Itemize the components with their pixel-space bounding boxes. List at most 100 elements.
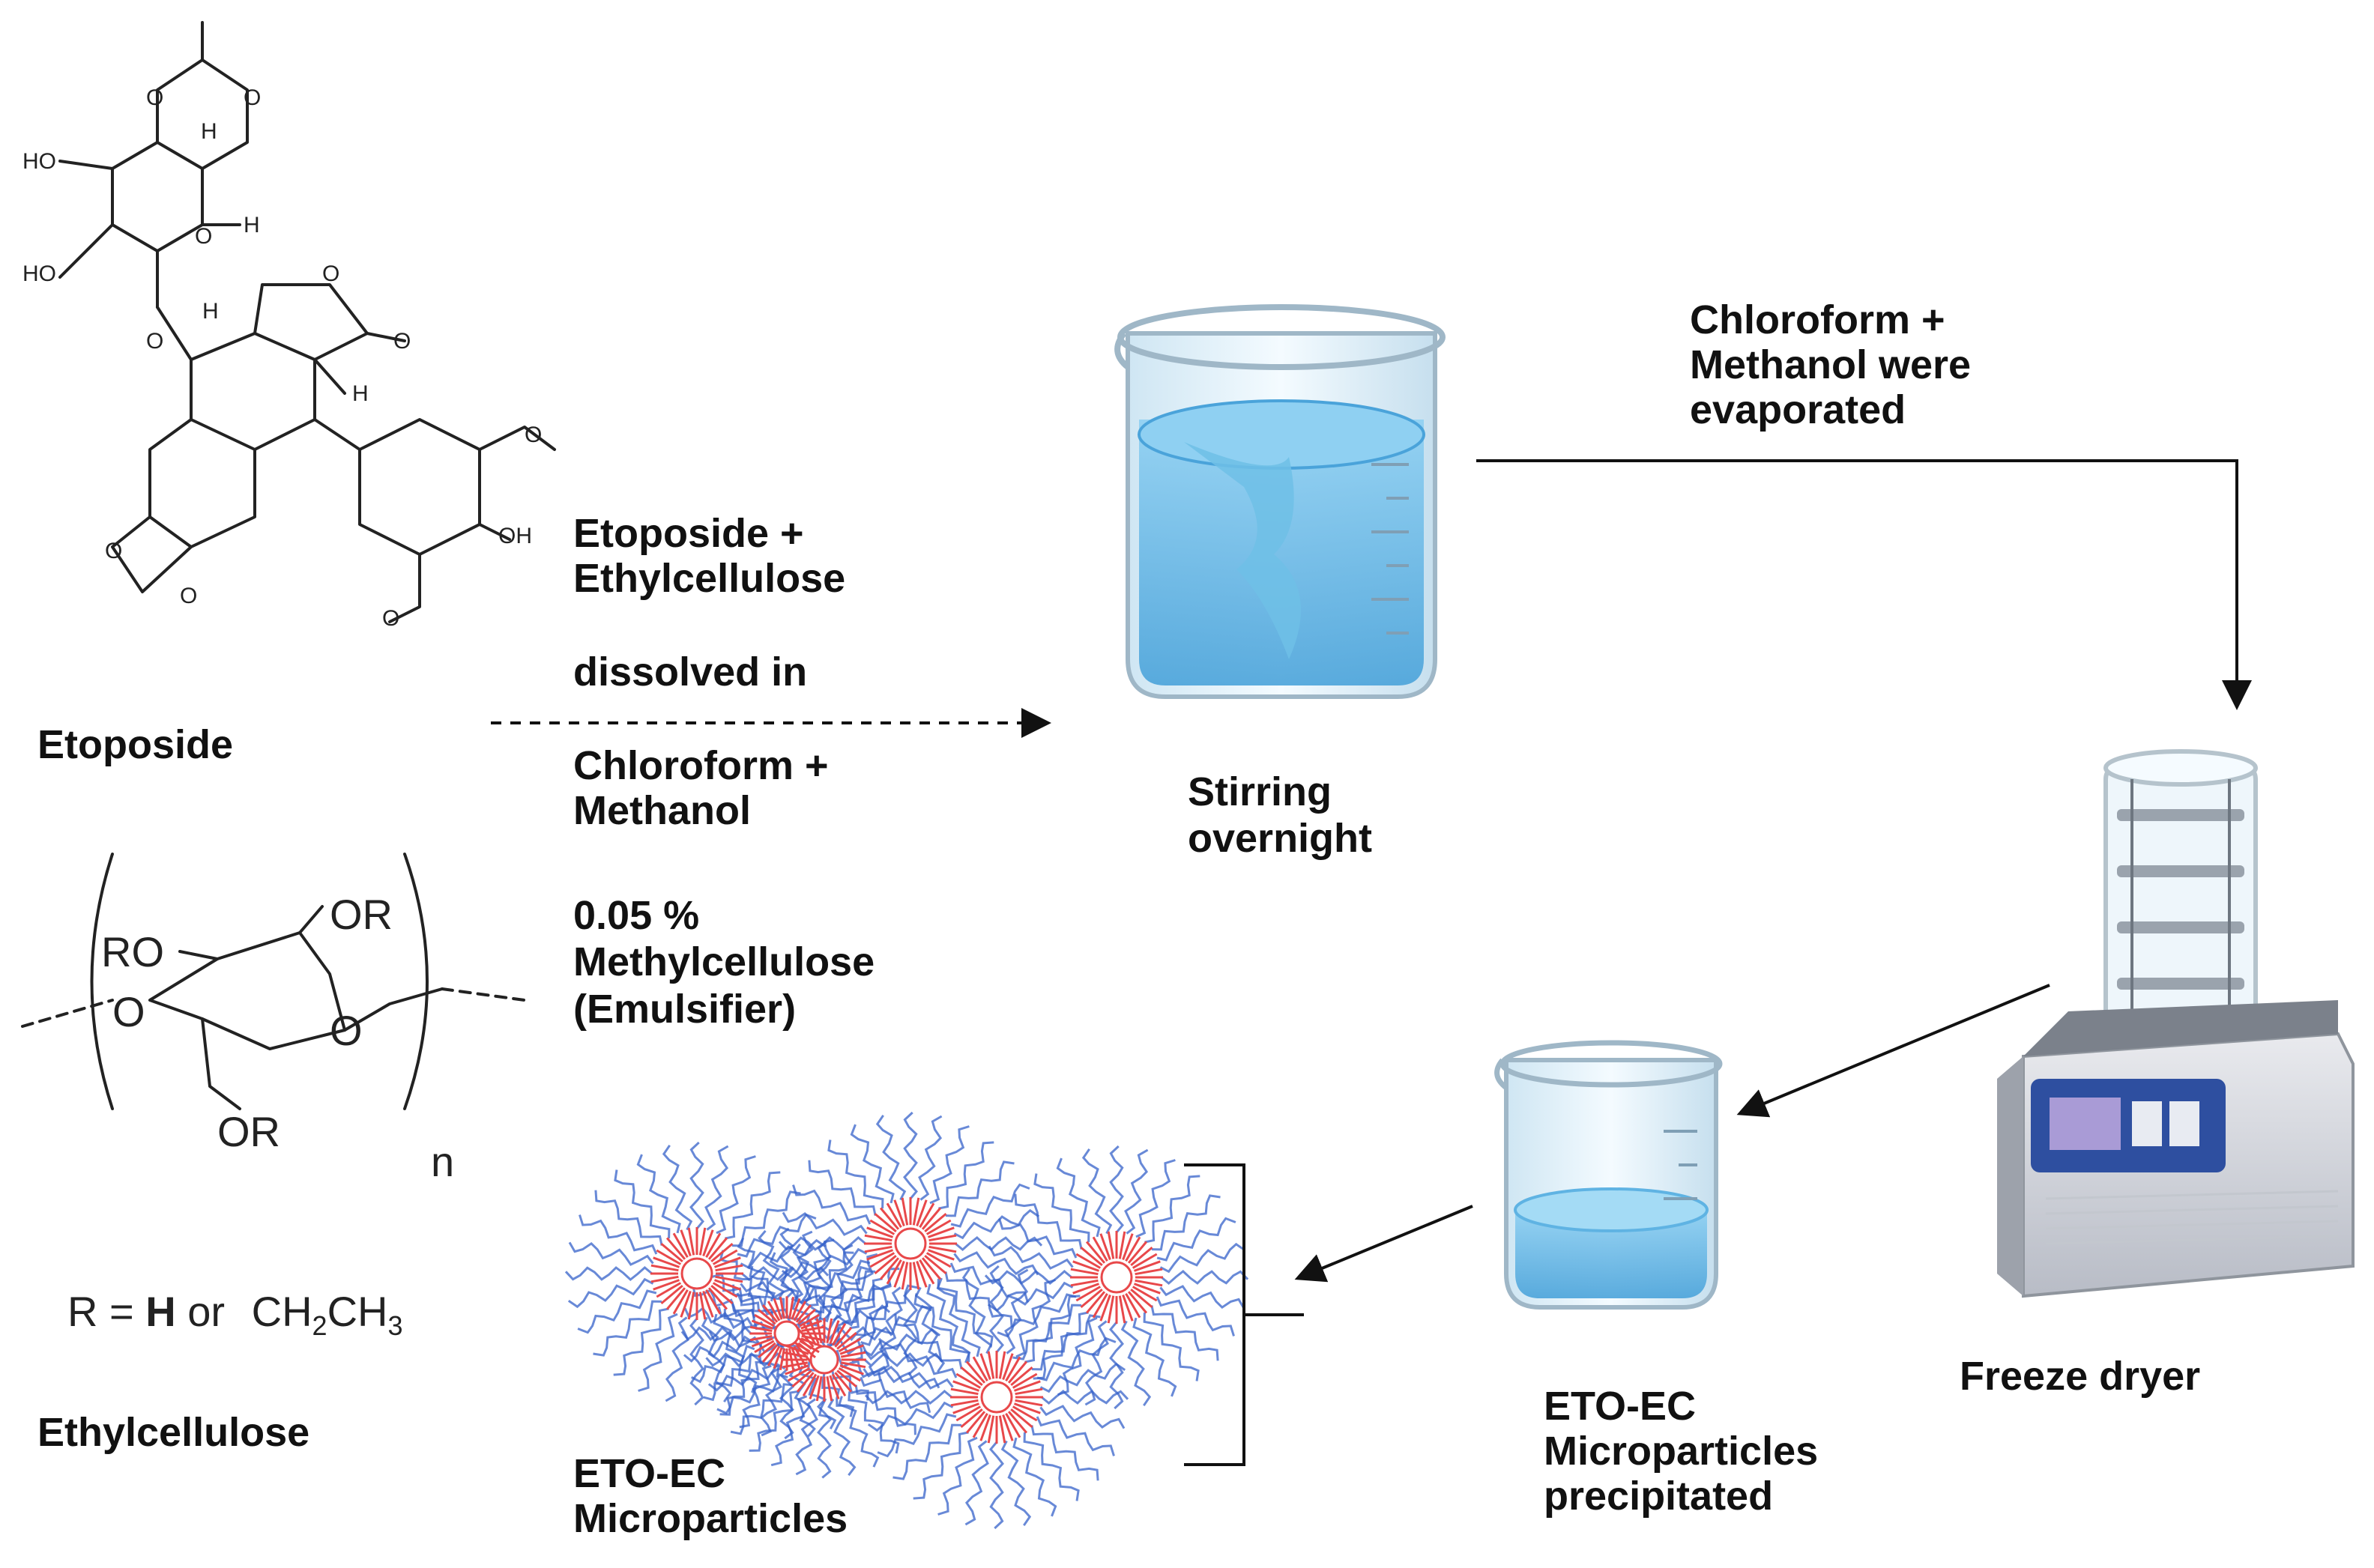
micro-red-shell	[832, 1373, 847, 1397]
micro-red-shell	[836, 1331, 857, 1350]
micro-red-shell	[656, 1282, 682, 1298]
micro-tail	[851, 1283, 892, 1362]
micro-tail	[708, 1331, 786, 1354]
micro-red-shell	[680, 1290, 692, 1318]
micro-tail	[929, 1125, 970, 1205]
micro-red-shell	[687, 1227, 695, 1256]
micro-red-shell	[1072, 1283, 1100, 1295]
micro-red-shell	[919, 1202, 935, 1229]
micro-red-shell	[921, 1207, 942, 1230]
micro-tail	[809, 1251, 854, 1307]
micro-tail	[875, 1114, 907, 1201]
micro-red-shell	[815, 1375, 823, 1402]
micro-tail	[1109, 1145, 1124, 1233]
micro-red-shell	[761, 1344, 779, 1363]
micro-label-line1: ETO-EC	[573, 1451, 725, 1496]
micro-tail	[680, 1325, 752, 1342]
micro-red-shell	[912, 1197, 920, 1226]
step1-line8: (Emulsifier)	[573, 987, 796, 1032]
micro-red-shell	[1125, 1236, 1141, 1262]
micro-tail	[818, 1283, 883, 1323]
micro-tail	[1056, 1157, 1101, 1238]
dryer-button-2	[2169, 1101, 2199, 1146]
micro-red-shell	[869, 1219, 895, 1235]
step1-line2: Ethylcellulose	[573, 556, 845, 601]
micro-red-shell	[829, 1375, 840, 1399]
micro-red-shell	[761, 1304, 779, 1323]
ethylcellulose-label: Ethylcellulose	[37, 1410, 309, 1455]
micro-red-shell	[779, 1296, 785, 1319]
atom-o-10: O	[382, 606, 399, 631]
micro-red-shell	[987, 1351, 995, 1379]
micro-red-shell	[749, 1325, 773, 1332]
micro-red-shell	[1013, 1402, 1041, 1414]
micro-red-shell	[1118, 1231, 1126, 1259]
step1-line3: dissolved in	[573, 650, 807, 694]
micro-tail	[918, 1115, 943, 1201]
micro-red-shell	[928, 1234, 957, 1242]
atom-o-5: O	[322, 261, 339, 286]
r-eq-or: or	[176, 1288, 237, 1335]
step1-line5: Methanol	[573, 788, 751, 833]
atom-h-1: H	[201, 119, 217, 144]
micro-tail	[1024, 1295, 1081, 1363]
micro-red-shell	[893, 1260, 905, 1288]
micro-red-shell	[1002, 1414, 1014, 1441]
micro-red-shell	[987, 1415, 995, 1444]
micro-red-shell	[965, 1360, 986, 1384]
micro-tail	[781, 1247, 868, 1279]
micro-tail	[792, 1184, 872, 1225]
micro-red-shell	[712, 1249, 738, 1265]
micro-red-shell	[916, 1199, 928, 1227]
micro-tail	[1159, 1285, 1245, 1310]
beaker2-graduations	[1664, 1130, 1697, 1200]
arrow-beaker2-to-micro	[1294, 1205, 1473, 1283]
micro-core	[680, 1257, 713, 1290]
micro-red-shell	[1080, 1246, 1103, 1267]
micro-red-shell	[773, 1347, 783, 1369]
step1-line7: Methylcellulose	[573, 939, 875, 984]
micro-tail	[716, 1155, 756, 1235]
micro-red-shell	[665, 1287, 686, 1310]
micro-red-shell	[864, 1245, 892, 1253]
micro-red-shell	[1070, 1279, 1099, 1287]
ethylcellulose-structure: RO OR O O OR n	[21, 853, 526, 1185]
micro-red-shell	[879, 1207, 900, 1230]
micro-red-shell	[1099, 1294, 1111, 1322]
micro-red-shell	[795, 1344, 812, 1363]
micro-red-shell	[925, 1219, 952, 1235]
step1-line4: Chloroform +	[573, 743, 829, 788]
micro-red-shell	[1132, 1286, 1158, 1302]
micro-tail	[868, 1365, 954, 1390]
micro-red-shell	[1005, 1356, 1021, 1382]
ec-ro: RO	[101, 928, 164, 975]
micro-tail	[1033, 1173, 1090, 1243]
micro-red-shell	[791, 1369, 812, 1388]
micro-tail	[849, 1268, 900, 1330]
micro-red-shell	[1133, 1260, 1161, 1272]
micro-tail	[665, 1316, 689, 1402]
micro-red-shell	[767, 1301, 781, 1322]
micro-tail	[821, 1304, 891, 1332]
micro-tail	[863, 1328, 941, 1357]
micro-red-shell	[955, 1372, 982, 1389]
micro-tail	[788, 1367, 816, 1438]
micro-red-shell	[801, 1335, 824, 1342]
micro-red-shell	[650, 1275, 679, 1283]
micro-red-shell	[1070, 1268, 1099, 1276]
atom-ho-2: HO	[22, 261, 56, 286]
atom-o-6: O	[393, 329, 411, 354]
micro-red-shell	[715, 1264, 743, 1272]
micro-red-shell	[839, 1344, 864, 1355]
micro-tail	[719, 1360, 765, 1416]
micro-tail	[1036, 1416, 1115, 1456]
beaker-stirring	[1114, 304, 1446, 699]
atom-o-9: O	[525, 423, 542, 447]
evap-line2: Methanol were	[1690, 342, 1971, 387]
micro-tail	[689, 1318, 704, 1406]
micro-tail	[949, 1262, 1029, 1303]
micro-tail	[749, 1265, 801, 1328]
micro-red-shell	[952, 1380, 980, 1392]
micro-red-shell	[751, 1337, 773, 1348]
